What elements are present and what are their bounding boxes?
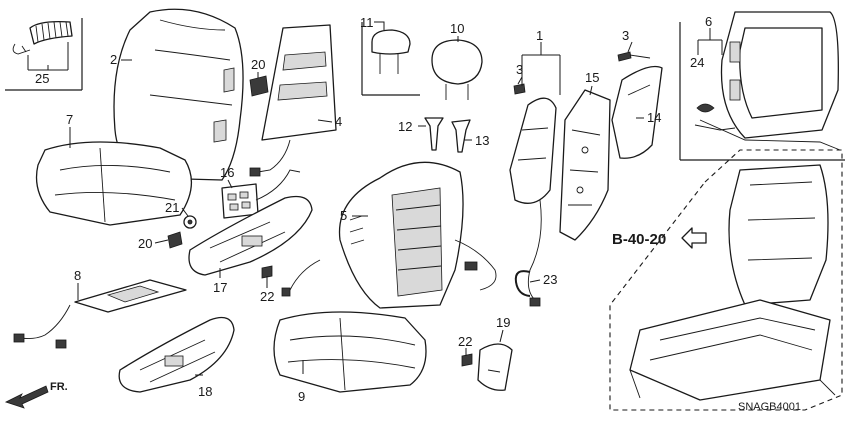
callout-23: 23 xyxy=(543,272,557,287)
callout-25: 25 xyxy=(35,71,49,86)
callout-12: 12 xyxy=(398,119,412,134)
reference-arrow xyxy=(681,227,707,249)
callout-8: 8 xyxy=(74,268,81,283)
callout-14: 14 xyxy=(647,110,661,125)
part-16-switch xyxy=(221,169,301,219)
part-19-cap xyxy=(477,343,513,391)
callout-19: 19 xyxy=(496,315,510,330)
box-25-frame xyxy=(5,18,83,91)
part-24-spring xyxy=(694,103,736,131)
part-18-inner-trim xyxy=(118,316,235,393)
part-9-seat-cushion xyxy=(273,311,427,393)
frame-dashed-outline xyxy=(609,149,843,411)
callout-18: 18 xyxy=(198,384,212,399)
callout-5: 5 xyxy=(340,208,347,223)
part-20-clip-upper xyxy=(249,75,269,97)
part-7-cushion-cover xyxy=(35,141,192,226)
part-6-seatback-frame xyxy=(699,11,841,151)
callout-20-lower: 20 xyxy=(138,236,152,251)
callout-15: 15 xyxy=(585,70,599,85)
seat-frame-assembly xyxy=(629,164,836,401)
callout-20-upper: 20 xyxy=(251,57,265,72)
part-1-side-airbag xyxy=(509,97,557,307)
part-8-sensor-mat xyxy=(13,279,187,349)
callout-4: 4 xyxy=(335,114,342,129)
diagram-code: SNAGB4001 xyxy=(738,401,801,413)
callout-17: 17 xyxy=(213,280,227,295)
part-17-outer-trim xyxy=(188,195,313,276)
part-3-screw-lower xyxy=(513,83,526,95)
callout-3-lower: 3 xyxy=(516,62,523,77)
callout-6: 6 xyxy=(705,14,712,29)
callout-7: 7 xyxy=(66,112,73,127)
callout-16: 16 xyxy=(220,165,234,180)
part-22-clip-lower xyxy=(461,353,473,367)
box-6-frame xyxy=(679,22,845,161)
part-14-back-cover xyxy=(611,65,663,159)
part-22-clip-upper xyxy=(261,265,273,279)
callout-22-upper: 22 xyxy=(260,289,274,304)
callout-11: 11 xyxy=(360,15,374,30)
leader-lines xyxy=(27,21,723,376)
callout-21: 21 xyxy=(165,200,179,215)
front-direction-arrow xyxy=(4,385,49,409)
part-25-clip xyxy=(12,20,73,55)
reference-label: B-40-20 xyxy=(612,231,666,248)
part-4-heater-pad xyxy=(249,24,337,177)
part-3-screw-upper xyxy=(617,51,651,62)
box-11-frame xyxy=(361,22,420,96)
part-13-guide xyxy=(451,119,471,153)
callout-1: 1 xyxy=(536,28,543,43)
part-23-hook xyxy=(514,270,531,297)
callout-10: 10 xyxy=(450,21,464,36)
callout-22-lower: 22 xyxy=(458,334,472,349)
front-direction-label: FR. xyxy=(50,381,68,393)
part-11-headrest xyxy=(371,29,411,74)
callout-3-upper: 3 xyxy=(622,28,629,43)
callout-9: 9 xyxy=(298,389,305,404)
part-15-side-frame xyxy=(559,89,611,241)
part-10-headrest xyxy=(431,39,483,100)
part-5-seatback-assembly xyxy=(281,161,497,309)
callout-13: 13 xyxy=(475,133,489,148)
callout-2: 2 xyxy=(110,52,117,67)
part-12-guide xyxy=(424,117,444,151)
part-2-seatback-cover xyxy=(113,8,244,181)
part-21-knob xyxy=(183,215,197,229)
part-20-clip-lower xyxy=(167,231,183,249)
callout-24: 24 xyxy=(690,55,704,70)
